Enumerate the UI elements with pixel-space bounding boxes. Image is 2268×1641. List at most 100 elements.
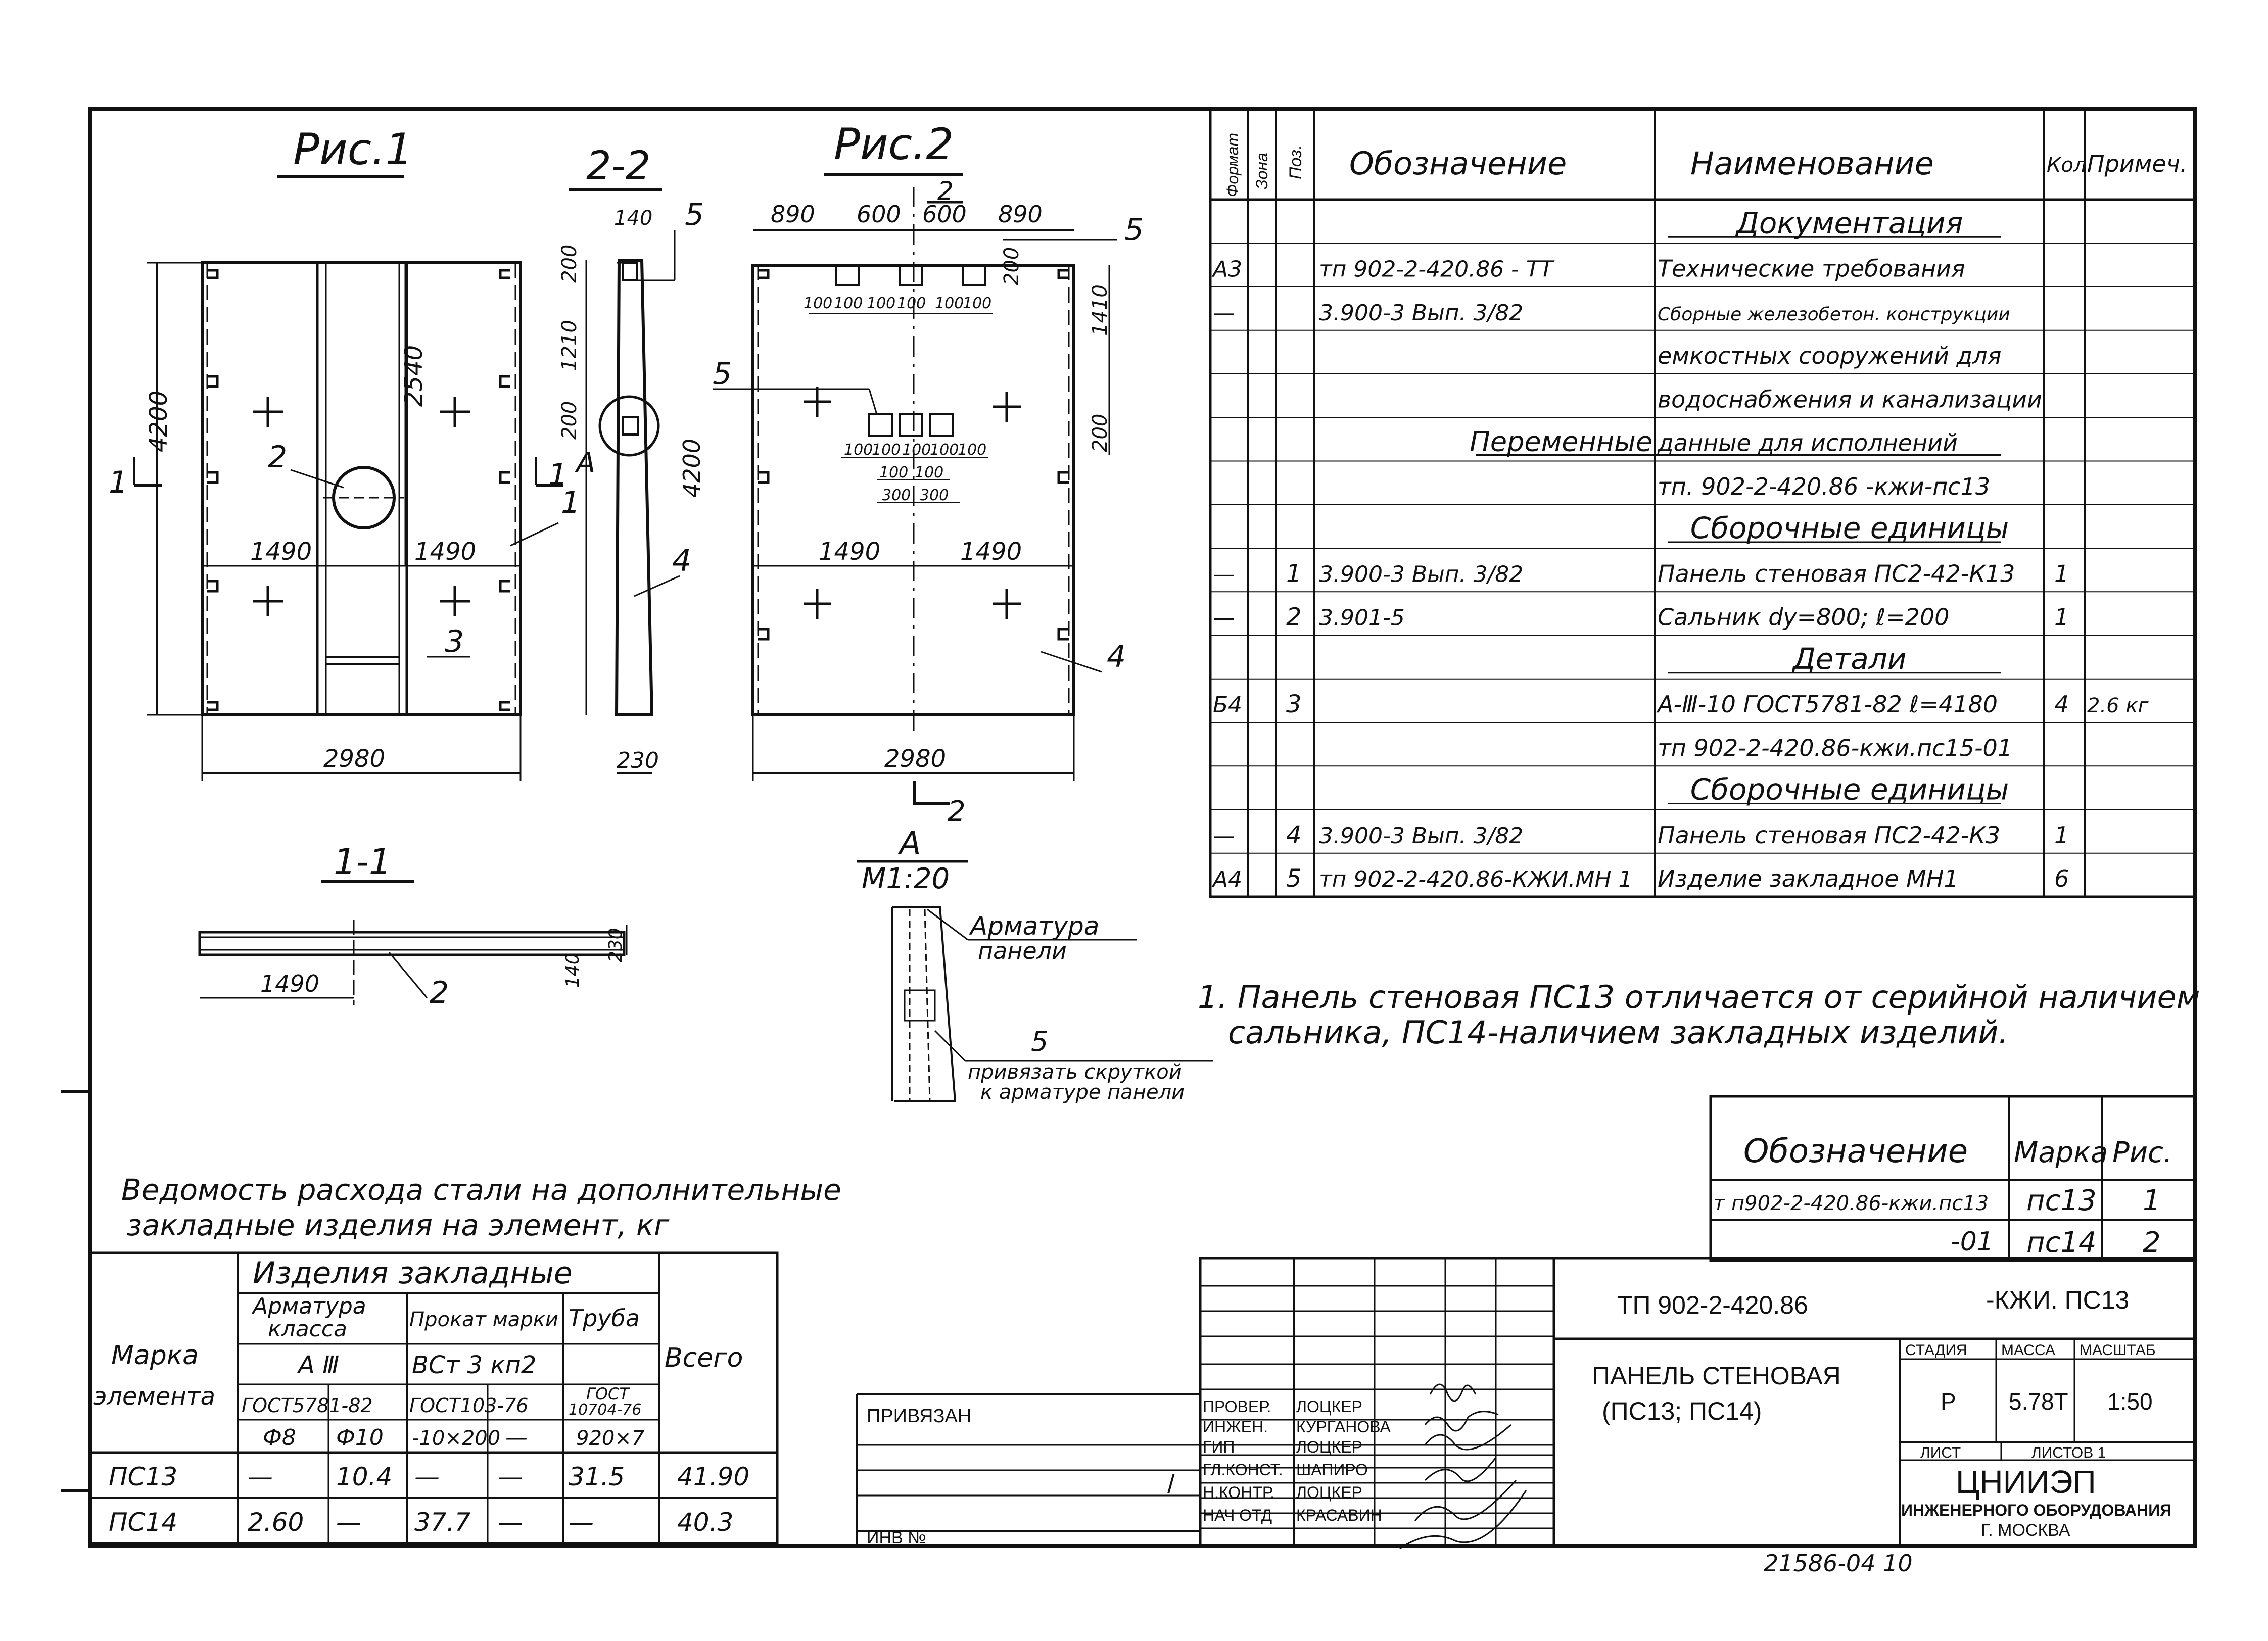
steel-grade: ВСт 3 кп2 xyxy=(412,1351,536,1379)
dim: 200 xyxy=(1000,247,1023,285)
spec-cell-code: тп 902-2-420.86-КЖИ.МН 1 xyxy=(1319,866,1633,892)
title-block: ТП 902-2-420.86 -КЖИ. ПС13 ПАНЕЛЬ СТЕНОВ… xyxy=(856,1257,2196,1577)
dim: 100 xyxy=(963,295,991,312)
dim: 600 xyxy=(922,201,967,228)
marks-cell: т п902-2-420.86-кжи.пс13 xyxy=(1713,1192,1989,1215)
dim: 890 xyxy=(998,201,1043,228)
title-stage: Р xyxy=(1941,1388,1956,1415)
dim: 1490 xyxy=(819,538,880,566)
steel-cell: — xyxy=(248,1462,273,1491)
steel-cell: 2.60 xyxy=(248,1508,304,1537)
spec-row: Сборочные единицы xyxy=(1668,773,2009,807)
figure-1: Рис.1 42 xyxy=(109,124,580,781)
steel-class: А Ⅲ xyxy=(297,1351,339,1379)
dim: 140 xyxy=(562,953,583,988)
title-role: НАЧ ОТД xyxy=(1203,1506,1272,1524)
title-mass: 5.78Т xyxy=(2009,1388,2068,1415)
dim: 100 xyxy=(879,464,908,481)
steel-cell: 37.7 xyxy=(414,1508,471,1537)
dim: 230 xyxy=(617,748,659,774)
spec-cell-code: 3.901-5 xyxy=(1319,605,1405,631)
callout: 2 xyxy=(268,440,287,475)
steel-row-mark: ПС14 xyxy=(109,1508,177,1537)
callout: 3 xyxy=(445,624,464,659)
steel-total: Всего xyxy=(665,1343,743,1373)
dim: 2980 xyxy=(323,745,385,773)
spec-cell-pos: 1 xyxy=(1286,559,1302,588)
steel-d8: Ф8 xyxy=(263,1425,296,1451)
title-role: ГИП xyxy=(1203,1438,1235,1456)
title-person: ЛОЦКЕР xyxy=(1296,1438,1362,1456)
title-org-3: Г. МОСКВА xyxy=(1981,1521,2070,1540)
steel-cell: 41.90 xyxy=(677,1462,749,1491)
dim: 100 xyxy=(897,295,926,312)
steel-cell: 10.4 xyxy=(336,1462,392,1491)
dim: 2980 xyxy=(884,745,946,773)
spec-cell-format: А3 xyxy=(1211,257,1242,282)
dim: 200 xyxy=(558,401,581,440)
callout: 4 xyxy=(672,543,691,578)
title-name-1: ПАНЕЛЬ СТЕНОВАЯ xyxy=(1592,1362,1841,1390)
steel-arm-2: класса xyxy=(268,1316,347,1342)
spec-cell-code: тп 902-2-420.86 - ТТ xyxy=(1319,257,1555,282)
spec-cell-name: водоснабжения и канализации xyxy=(1658,385,2042,413)
callout: 2 xyxy=(948,795,966,828)
marks-cell: 2 xyxy=(2143,1226,2161,1259)
detail-a-note-2: к арматуре панели xyxy=(980,1081,1185,1104)
callout: 2 xyxy=(430,975,449,1010)
steel-title-1: Ведомость расхода стали на дополнительны… xyxy=(121,1173,841,1207)
detail-a: А М1:20 Арматура панели 5 привязать скру… xyxy=(857,825,1213,1104)
embedded-plates xyxy=(835,264,986,437)
dim: 1490 xyxy=(260,970,319,997)
steel-dash: — xyxy=(505,1425,528,1451)
title-role: ИНЖЕН. xyxy=(1203,1418,1268,1436)
signatures xyxy=(1399,1383,1527,1550)
detail-a-title: А xyxy=(897,825,921,861)
spec-cell-format: — xyxy=(1213,300,1235,326)
title-code: ТП 902-2-420.86 xyxy=(1617,1291,1808,1319)
dim: 1210 xyxy=(558,320,581,371)
steel-cell: — xyxy=(498,1508,523,1537)
callout: 5 xyxy=(1124,212,1144,248)
spec-header-format: Формат xyxy=(1223,133,1242,197)
steel-cell: — xyxy=(569,1508,594,1537)
spec-section-title: Документация xyxy=(1735,206,1963,240)
dim: 4200 xyxy=(678,439,705,498)
spec-header-zone: Зона xyxy=(1253,153,1271,189)
steel-cell: — xyxy=(498,1462,523,1491)
spec-cell-format: — xyxy=(1213,823,1235,849)
steel-size-1: -10×200 xyxy=(412,1427,500,1450)
panel-section xyxy=(615,259,654,716)
steel-row-mark: ПС13 xyxy=(109,1462,177,1491)
spec-cell-name: тп 902-2-420.86-кжи.пс15-01 xyxy=(1658,734,2012,761)
spec-cell-name: Технические требования xyxy=(1658,255,1965,282)
dim: 200 xyxy=(1089,414,1112,452)
note-line-1: 1. Панель стеновая ПС13 отличается от се… xyxy=(1198,979,2200,1016)
spec-cell-format: — xyxy=(1213,561,1235,587)
spec-cell-format: Б4 xyxy=(1213,692,1242,718)
steel-arm: Арматура xyxy=(251,1293,366,1319)
steel-gost-1: ГОСТ5781-82 xyxy=(242,1394,373,1417)
steel-cell: 40.3 xyxy=(677,1508,733,1537)
dim: 300 xyxy=(882,487,911,504)
section-1-1: 1-1 1490 140 230 2 xyxy=(198,841,628,1010)
figure-2-title: Рис.2 xyxy=(834,119,954,170)
spec-cell-qty: 6 xyxy=(2054,865,2069,892)
general-note: 1. Панель стеновая ПС13 отличается от се… xyxy=(1198,979,2200,1051)
marks-cell: 1 xyxy=(2143,1184,2161,1217)
steel-cell: — xyxy=(336,1508,361,1537)
dim: 600 xyxy=(857,201,901,228)
dim: 1490 xyxy=(250,538,312,566)
steel-truba: Труба xyxy=(569,1305,640,1332)
detail-a-label-1: Арматура xyxy=(969,911,1099,941)
spec-section-title: Сборочные единицы xyxy=(1690,511,2009,545)
spec-cell-pos: 5 xyxy=(1286,864,1302,893)
dim: 100 xyxy=(915,464,943,481)
title-bottom-note: 21586-04 10 xyxy=(1764,1550,1913,1577)
spec-header-note: Примеч. xyxy=(2087,150,2188,177)
spec-cell-pos: 4 xyxy=(1286,821,1302,849)
